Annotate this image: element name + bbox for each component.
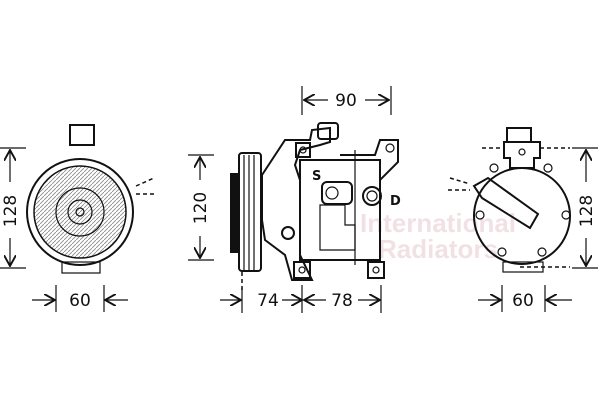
svg-text:128: 128 xyxy=(1,195,21,227)
svg-text:60: 60 xyxy=(69,291,91,311)
dimension-left-height: 128 xyxy=(0,147,26,269)
svg-text:120: 120 xyxy=(191,192,211,224)
dimension-right-height: 128 xyxy=(572,147,598,269)
side-view: S D xyxy=(230,122,401,290)
dimension-side-height: 120 xyxy=(188,154,214,261)
suction-port-label: S xyxy=(312,169,321,184)
dimension-right-width: 60 xyxy=(478,285,572,312)
front-view-left xyxy=(26,124,155,274)
svg-text:90: 90 xyxy=(335,91,357,111)
svg-text:128: 128 xyxy=(577,195,597,227)
dimension-left-width: 60 xyxy=(32,285,128,312)
dimension-side-lengths: 74 78 xyxy=(220,285,382,313)
rear-view-right xyxy=(448,127,571,273)
svg-text:60: 60 xyxy=(512,291,534,311)
svg-text:78: 78 xyxy=(331,291,353,311)
svg-text:74: 74 xyxy=(257,291,279,311)
discharge-port-label: D xyxy=(390,194,401,209)
watermark: International Radiators xyxy=(360,208,516,264)
svg-text:Radiators: Radiators xyxy=(378,234,498,264)
dimension-side-top-width: 90 xyxy=(301,86,392,115)
svg-text:International: International xyxy=(360,208,516,238)
